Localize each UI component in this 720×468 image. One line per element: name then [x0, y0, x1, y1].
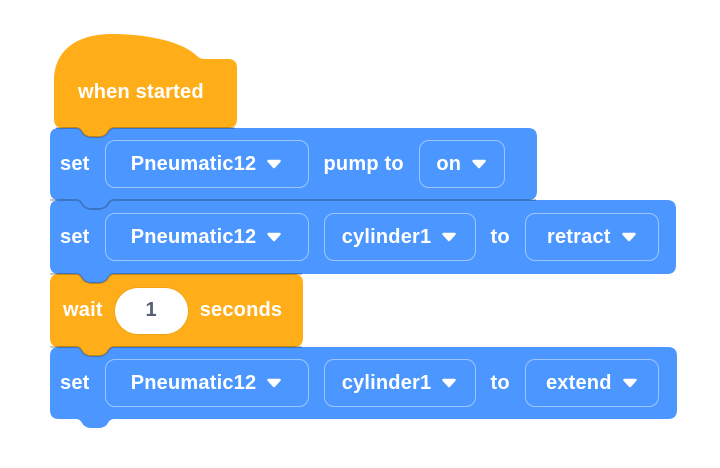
set-pump-block-shape[interactable]: [50, 128, 537, 209]
duration-value: 1: [145, 299, 157, 321]
device-dropdown[interactable]: Pneumatic12: [104, 213, 309, 261]
set-label: set: [60, 225, 90, 248]
action-dropdown[interactable]: retract: [524, 213, 659, 261]
to-label: to: [490, 371, 510, 394]
hat-block[interactable]: when started: [54, 57, 261, 128]
cylinder-dropdown[interactable]: cylinder1: [323, 213, 476, 261]
set-label: set: [60, 152, 90, 175]
seconds-label: seconds: [199, 299, 283, 321]
set-cylinder-retract-block[interactable]: set Pneumatic12 cylinder1 to retract: [50, 200, 686, 274]
cylinder-dropdown-value: cylinder1: [341, 371, 432, 394]
chevron-down-icon: [267, 232, 282, 242]
hat-block-shape[interactable]: [54, 34, 237, 137]
set-cylinder-extend-block-shape[interactable]: [50, 347, 677, 428]
chevron-down-icon: [621, 232, 636, 242]
wait-block[interactable]: wait 1 seconds: [50, 274, 316, 347]
set-cylinder-extend-block[interactable]: set Pneumatic12 cylinder1 to extend: [50, 347, 687, 419]
hat-block-label: when started: [78, 81, 204, 103]
seam-retract-wait: [50, 273, 302, 284]
seam-setpump-retract: [50, 199, 536, 210]
chevron-down-icon: [622, 378, 637, 388]
device-dropdown-value: Pneumatic12: [130, 152, 257, 175]
to-label: to: [490, 225, 510, 248]
chevron-down-icon: [472, 159, 486, 169]
cylinder-dropdown[interactable]: cylinder1: [323, 359, 476, 407]
action-dropdown-value: extend: [545, 371, 612, 394]
device-dropdown-value: Pneumatic12: [130, 371, 257, 394]
seam-wait-extend: [50, 346, 302, 357]
device-dropdown-value: Pneumatic12: [130, 225, 257, 248]
wait-label: wait: [63, 299, 103, 321]
chevron-down-icon: [442, 232, 457, 242]
pump-state-dropdown-value: on: [436, 152, 462, 175]
duration-input[interactable]: 1: [114, 287, 188, 334]
device-dropdown[interactable]: Pneumatic12: [104, 140, 309, 188]
set-pump-block[interactable]: set Pneumatic12 pump to on: [50, 128, 547, 200]
cylinder-dropdown-value: cylinder1: [341, 225, 432, 248]
chevron-down-icon: [267, 159, 282, 169]
pump-state-dropdown[interactable]: on: [418, 140, 505, 188]
action-dropdown[interactable]: extend: [524, 359, 659, 407]
chevron-down-icon: [267, 378, 282, 388]
device-dropdown[interactable]: Pneumatic12: [104, 359, 309, 407]
pump-to-label: pump to: [323, 152, 404, 175]
set-cylinder-retract-block-shape[interactable]: [50, 200, 676, 283]
set-label: set: [60, 371, 90, 394]
chevron-down-icon: [442, 378, 457, 388]
action-dropdown-value: retract: [546, 225, 611, 248]
seam-hat-setpump: [56, 127, 235, 138]
